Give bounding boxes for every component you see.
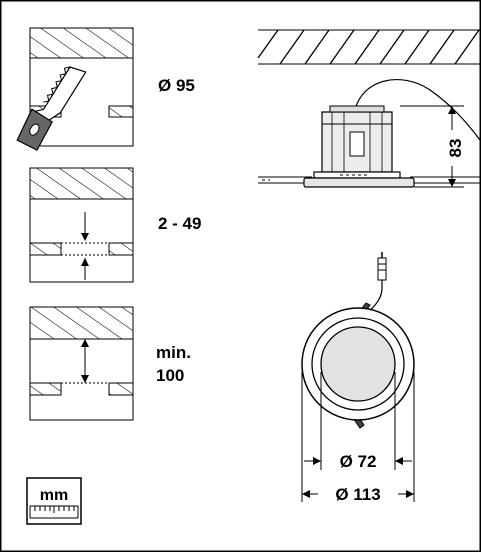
cutout-diameter-label: Ø 95	[158, 76, 195, 95]
ceiling-board-right	[108, 105, 134, 118]
step-min-depth: min. 100	[29, 306, 191, 421]
unit-badge: mm	[26, 477, 82, 525]
min-depth-label-line1: min.	[156, 343, 191, 362]
ceiling-hatch	[29, 306, 134, 340]
ceiling-frame	[29, 338, 134, 421]
ceiling-board-right	[108, 242, 134, 256]
ceiling-board-right	[108, 382, 134, 396]
inner-diameter-label: Ø 72	[340, 452, 377, 471]
ceiling-hatch	[29, 167, 134, 200]
step-cutout: Ø 95	[16, 27, 195, 151]
ceiling-top-hatch	[257, 29, 480, 65]
luminaire-body	[303, 105, 415, 188]
side-view: 83	[257, 29, 481, 188]
ruler-icon	[29, 505, 79, 519]
connector-plug	[377, 257, 387, 281]
saw-icon	[16, 66, 87, 151]
ceiling-board-left	[29, 382, 62, 396]
outer-diameter-label: Ø 113	[335, 485, 380, 504]
cable	[354, 79, 481, 141]
ceiling-hatch	[29, 27, 134, 59]
front-view: Ø 72 Ø 113	[301, 252, 415, 504]
ceiling-board-left	[29, 242, 62, 256]
height-label: 83	[446, 139, 465, 158]
unit-label: mm	[40, 487, 68, 504]
ceiling-thickness-label: 2 - 49	[158, 214, 201, 233]
ceiling-frame	[29, 57, 134, 147]
min-depth-label-line2: 100	[156, 366, 184, 385]
ceiling-frame	[29, 198, 134, 283]
lens	[320, 326, 396, 402]
step-ceiling-thickness: 2 - 49	[29, 167, 201, 283]
